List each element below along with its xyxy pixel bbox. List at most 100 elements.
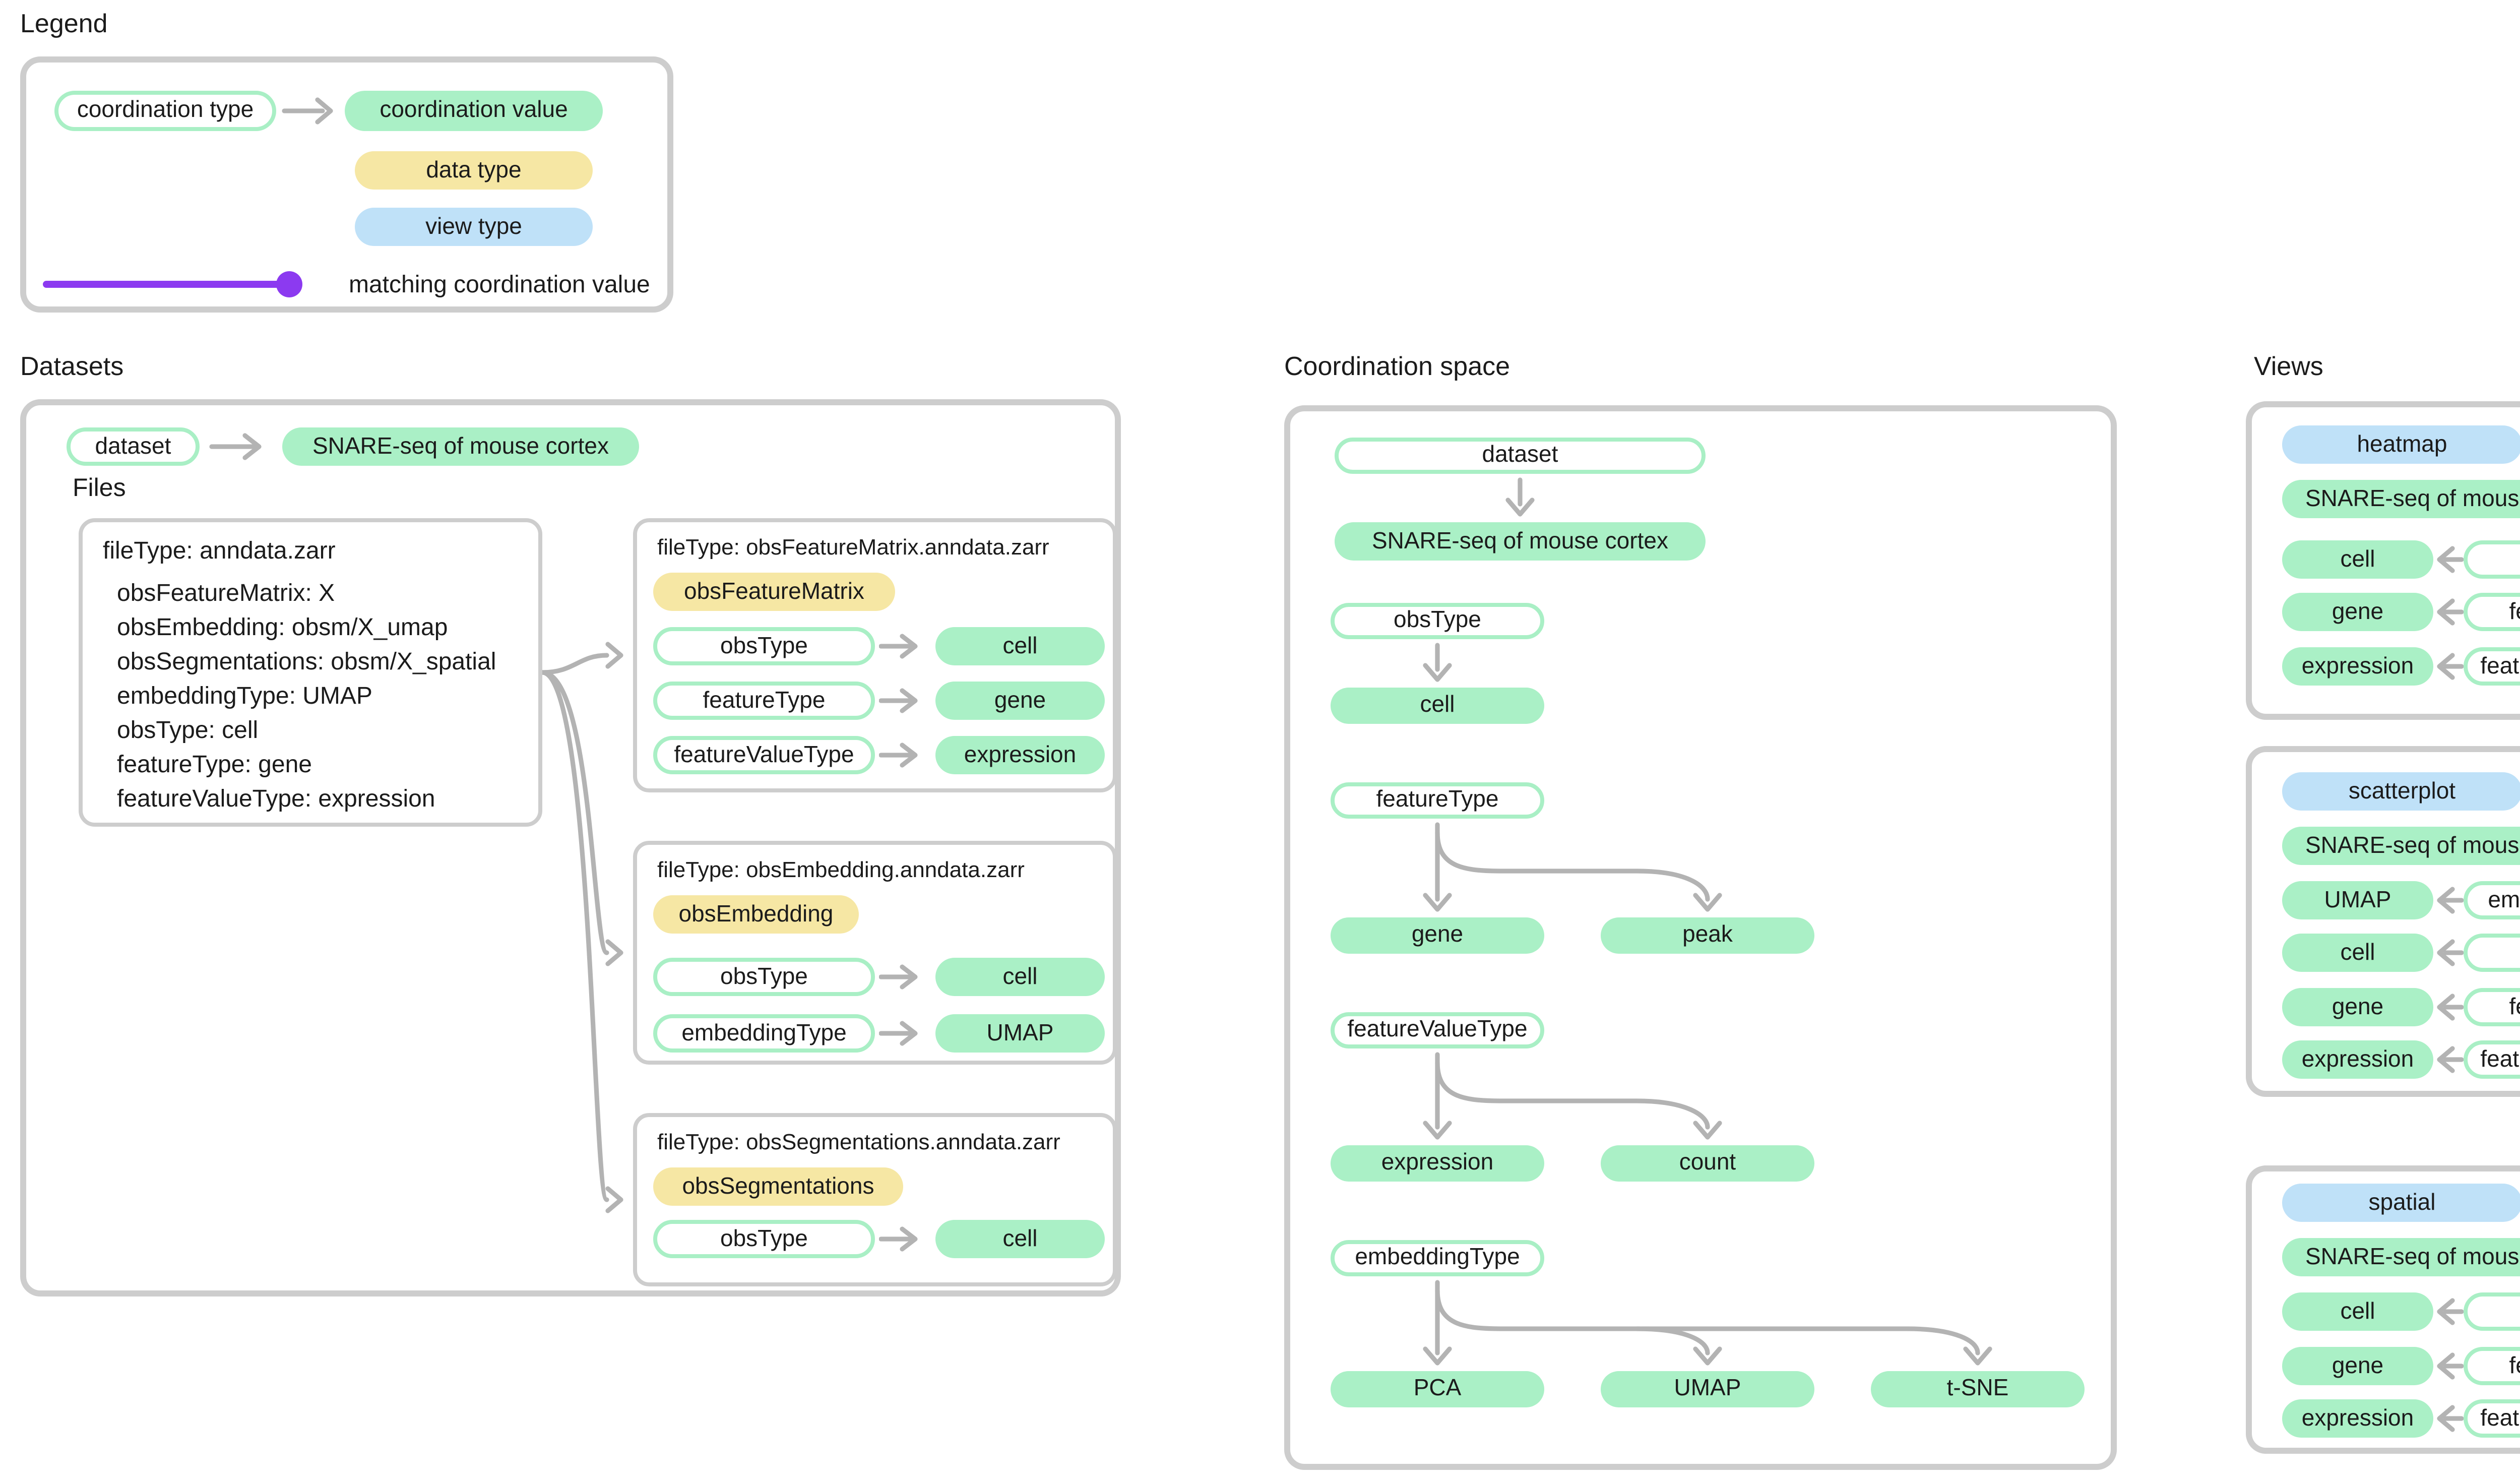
datasets-box: dataset SNARE-seq of mouse cortex Files … (20, 399, 1121, 1296)
coordination-value-pill: cell (2282, 934, 2433, 972)
file-box-anndata: fileType: anndata.zarr obsFeatureMatrix:… (79, 518, 542, 827)
dataset-name-pill: SNARE-seq of mouse cortex (282, 427, 639, 466)
coordination-type-pill: embeddingType (2464, 881, 2520, 919)
arrow-down-head-icon (1693, 1121, 1722, 1140)
view-panel-spatial: spatial SNARE-seq of mouse cortex datase… (2246, 1165, 2520, 1454)
coordination-value-pill: UMAP (1601, 1371, 1814, 1407)
legend-view-type-pill: view type (355, 208, 593, 246)
legend-data-type-pill: data type (355, 151, 593, 190)
coordination-type-pill: featureType (2464, 1347, 2520, 1385)
coordination-type-pill: obsType (653, 1220, 875, 1258)
coordination-value-pill: peak (1601, 917, 1814, 954)
views-title: Views (2254, 351, 2323, 381)
coordination-type-pill: featureValueType (2464, 647, 2520, 686)
branch-to-count (1435, 1060, 1710, 1130)
coordination-type-pill: obsType (653, 627, 875, 665)
coordination-value-pill: expression (2282, 1040, 2433, 1079)
coordination-value-pill: t-SNE (1871, 1371, 2085, 1407)
arrow-down-head-icon (1423, 1346, 1452, 1366)
arrow-left-head-icon (2437, 653, 2455, 680)
coordination-value-pill: gene (1331, 917, 1544, 954)
matching-dot-icon (276, 271, 302, 297)
files-label: Files (73, 474, 126, 502)
coordination-value-pill: count (1601, 1145, 1814, 1182)
coordination-type-pill: featureType (2464, 988, 2520, 1026)
datasets-title: Datasets (20, 351, 124, 381)
coordination-value-pill: cell (935, 1220, 1105, 1258)
view-type-pill: spatial (2282, 1184, 2520, 1222)
file-option: featureValueType: expression (117, 784, 435, 813)
file-option: obsFeatureMatrix: X (117, 579, 335, 607)
coordination-type-pill: featureValueType (653, 736, 875, 774)
arrow-down-head-icon (1423, 1121, 1452, 1140)
arrow-right-head-icon (315, 97, 333, 125)
arrow-down-head-icon (1505, 498, 1535, 517)
arrow-right-icon (879, 1021, 918, 1046)
coordination-type-pill: featureType (2464, 593, 2520, 631)
arrow-left-head-icon (2437, 939, 2455, 966)
coordination-type-pill: featureValueType (1331, 1012, 1544, 1048)
coordination-value-pill: cell (935, 627, 1105, 665)
coordination-type-pill: obsType (653, 958, 875, 996)
data-type-pill: obsSegmentations (653, 1167, 903, 1206)
view-panel-scatterplot: scatterplot SNARE-seq of mouse cortex da… (2246, 746, 2520, 1097)
coordination-type-pill: obsType (2464, 1292, 2520, 1331)
coordination-value-pill: SNARE-seq of mouse cortex (1335, 522, 1706, 561)
coordination-value-pill: SNARE-seq of mouse cortex (2282, 1238, 2520, 1276)
arrow-left-head-icon (2437, 1298, 2455, 1325)
coordination-type-pill: featureType (653, 682, 875, 720)
coordination-value-pill: UMAP (935, 1014, 1105, 1053)
legend-box: coordination type coordination value dat… (20, 56, 673, 313)
coordination-value-pill: cell (2282, 540, 2433, 579)
file-box-obsfeaturematrix: fileType: obsFeatureMatrix.anndata.zarr … (633, 518, 1117, 792)
coordination-value-pill: expression (2282, 1399, 2433, 1438)
file-title: fileType: obsFeatureMatrix.anndata.zarr (657, 536, 1049, 561)
coordination-value-pill: PCA (1331, 1371, 1544, 1407)
coordination-type-pill: obsType (1331, 603, 1544, 639)
file-title: fileType: anndata.zarr (103, 536, 336, 565)
view-type-pill: heatmap (2282, 425, 2520, 464)
fork-to-obssegmentations-file (540, 670, 609, 1202)
arrow-left-head-icon (2437, 1046, 2455, 1073)
data-type-pill: obsFeatureMatrix (653, 573, 895, 611)
coordination-type-pill: dataset (1335, 438, 1706, 474)
coordination-space-title: Coordination space (1284, 351, 1510, 381)
arrow-down-head-icon (1693, 893, 1722, 912)
coordination-type-pill: obsType (2464, 540, 2520, 579)
arrow-left-head-icon (2437, 994, 2455, 1021)
arrow-down-head-icon (1423, 893, 1452, 912)
fork-to-obsfeaturematrix-file (540, 653, 609, 675)
file-box-obssegmentations: fileType: obsSegmentations.anndata.zarr … (633, 1113, 1117, 1286)
file-option: obsSegmentations: obsm/X_spatial (117, 647, 496, 675)
arrow-left-head-icon (2437, 1352, 2455, 1380)
arrow-down-head-icon (1693, 1346, 1722, 1366)
file-option: featureType: gene (117, 750, 312, 778)
coordination-value-pill: gene (2282, 1347, 2433, 1385)
coordination-value-pill: cell (2282, 1292, 2433, 1331)
arrow-down-head-icon (1423, 663, 1452, 682)
coordination-value-pill: expression (2282, 647, 2433, 686)
coordination-value-pill: gene (935, 682, 1105, 720)
legend-coordination-type-pill: coordination type (54, 91, 276, 131)
arrow-right-icon (879, 688, 918, 713)
arrow-right-icon (879, 634, 918, 659)
coordination-type-pill: featureValueType (2464, 1399, 2520, 1438)
coordination-value-pill: SNARE-seq of mouse cortex (2282, 827, 2520, 865)
coordination-type-pill: featureType (1331, 782, 1544, 819)
file-option: obsEmbedding: obsm/X_umap (117, 613, 448, 641)
legend-matching-label: matching coordination value (349, 270, 650, 298)
dataset-type-pill: dataset (67, 427, 200, 466)
coordination-type-pill: embeddingType (1331, 1240, 1544, 1276)
dataset-arrow-head-icon (242, 433, 262, 460)
coordination-value-pill: cell (1331, 688, 1544, 724)
coordination-type-pill: embeddingType (653, 1014, 875, 1053)
arrow-right-icon (879, 964, 918, 990)
file-option: obsType: cell (117, 716, 259, 744)
coordination-type-pill: featureValueType (2464, 1040, 2520, 1079)
file-option: embeddingType: UMAP (117, 682, 372, 710)
branch-to-umap (1634, 1326, 1710, 1355)
coordination-value-pill: expression (1331, 1145, 1544, 1182)
arrow-right-icon (879, 1226, 918, 1252)
arrow-left-head-icon (2437, 887, 2455, 914)
